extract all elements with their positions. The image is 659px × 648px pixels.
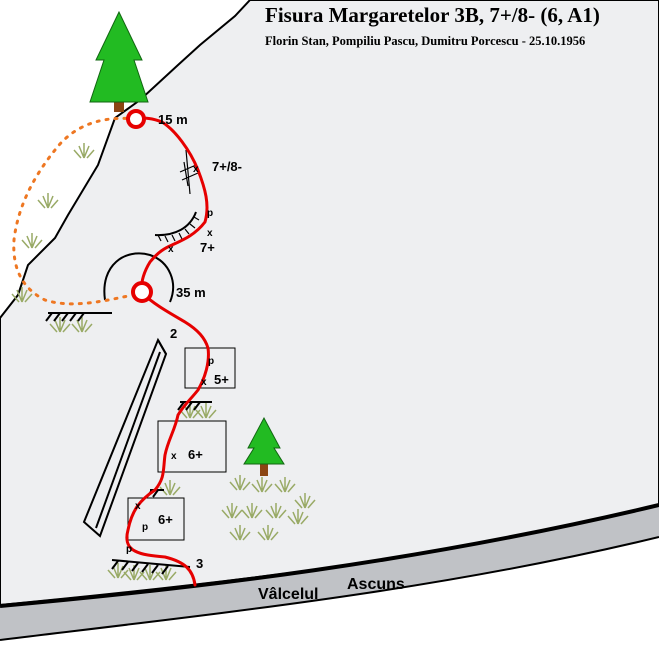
main-route-line [125, 116, 210, 587]
valley-name-word1: Vâlcelul [258, 586, 318, 603]
route-subtitle: Florin Stan, Pompiliu Pascu, Dumitru Por… [265, 34, 585, 48]
point-mark: x [135, 501, 141, 512]
piton-mark: p [208, 356, 214, 367]
grass-tuft [11, 287, 33, 303]
valley-edge-upper [0, 503, 659, 608]
pitch-box-top [184, 347, 236, 389]
belay-niche [103, 252, 175, 303]
pitch-box-mid [157, 420, 227, 473]
route-title: Fisura Margaretelor 3B, 7+/8- (6, A1) [265, 3, 600, 27]
grass-tufts [11, 143, 316, 581]
point-mark: x [201, 377, 207, 388]
grass-tuft [274, 477, 296, 493]
crack-hatching [179, 149, 199, 195]
grass-tuft [159, 480, 181, 496]
grass-tuft [221, 503, 243, 519]
grass-tuft [107, 563, 129, 579]
pitch-box-low [127, 497, 185, 541]
belay-label-top: 15 m [158, 112, 188, 127]
piton-mark: p [207, 208, 213, 219]
belay-ring-middle [131, 281, 153, 303]
grade-box-low: 6+ [158, 512, 173, 527]
valley-name-word2: Ascuns [347, 576, 405, 593]
grass-tuft [73, 143, 95, 159]
grass-tuft [265, 503, 287, 519]
grass-tuft [179, 403, 201, 419]
roof-overhang [154, 211, 197, 237]
pitch-number-dihedral: 2 [170, 326, 177, 341]
valley-path [0, 505, 659, 640]
grass-tuft [21, 233, 43, 249]
point-mark: x [171, 451, 177, 462]
pitch-number-start: 3 [196, 556, 203, 571]
grass-tuft [155, 565, 177, 581]
ledge-symbols [45, 312, 212, 575]
grass-tuft [294, 493, 316, 509]
grade-crux: 7+/8- [212, 159, 242, 174]
roof-hatching [157, 216, 200, 243]
grass-tuft [251, 477, 273, 493]
valley-edge-lower [0, 536, 659, 641]
point-mark: x [168, 244, 174, 255]
variant-line [12, 116, 137, 306]
grass-tuft [71, 317, 93, 333]
grass-tuft [123, 565, 145, 581]
grass-tuft [139, 565, 161, 581]
grass-tuft [49, 317, 71, 333]
point-mark: x [207, 228, 213, 239]
tree-icon [89, 10, 149, 112]
grass-tuft [241, 503, 263, 519]
grass-tuft [37, 193, 59, 209]
grass-tuft [287, 509, 309, 525]
grass-tuft [229, 475, 251, 491]
grade-box-mid: 6+ [188, 447, 203, 462]
grass-tuft [229, 525, 251, 541]
piton-mark: p [126, 544, 132, 555]
belay-label-middle: 35 m [176, 285, 206, 300]
grade-upper: 7+ [200, 240, 215, 255]
dihedral-symbol [82, 337, 168, 538]
piton-mark: p [142, 522, 148, 533]
belay-ring-top [126, 109, 146, 129]
tree-icon [243, 416, 285, 476]
grade-box-top: 5+ [214, 372, 229, 387]
grass-tuft [257, 525, 279, 541]
point-mark: x [193, 164, 199, 175]
grass-tuft [195, 403, 217, 419]
